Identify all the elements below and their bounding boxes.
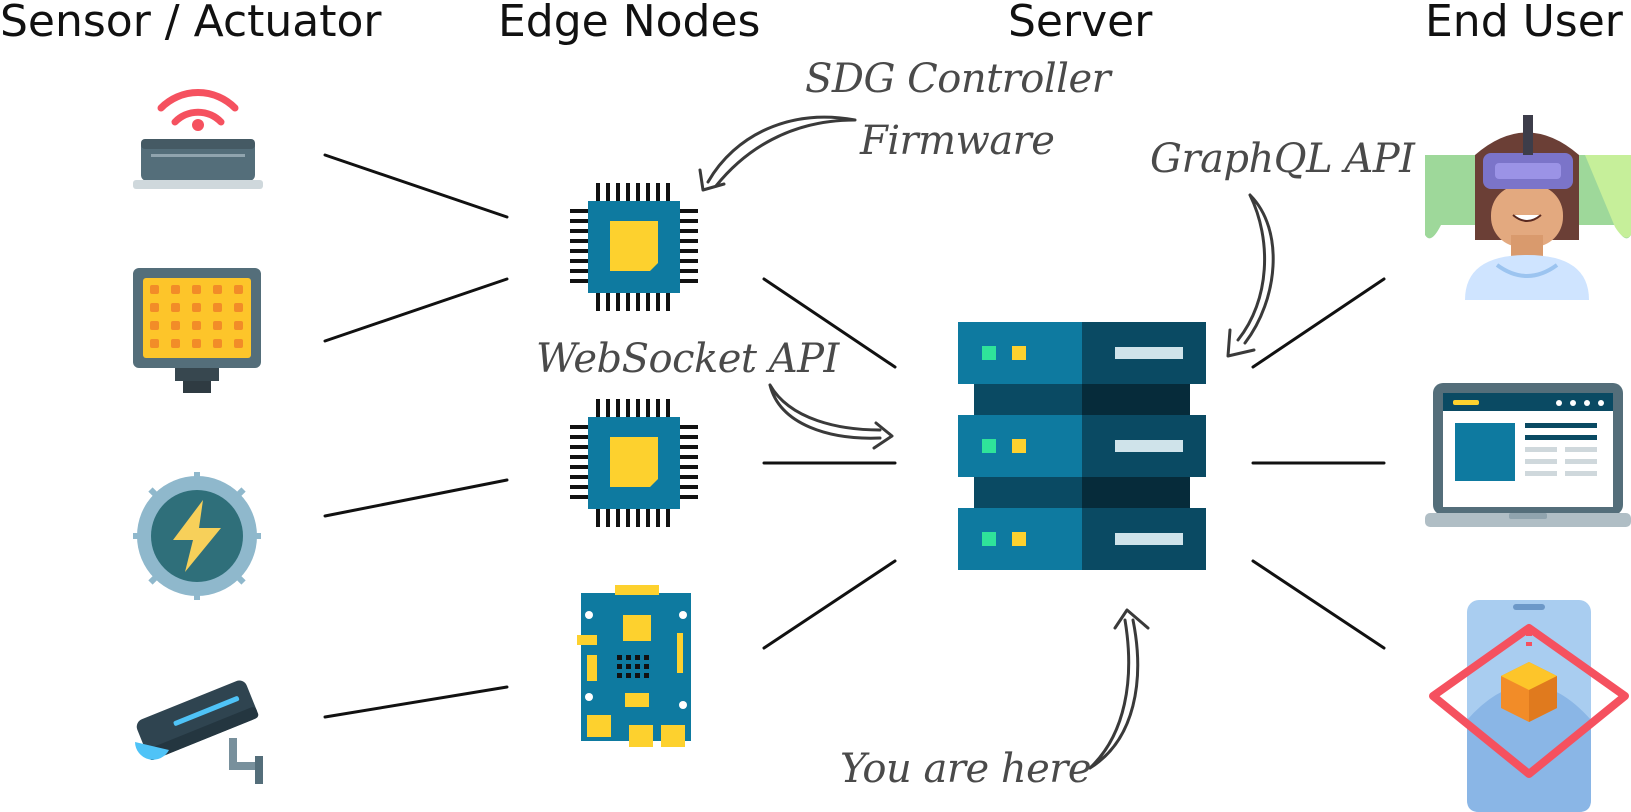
microchip-icon — [570, 399, 698, 527]
websocket-arrow-head-icon — [872, 421, 894, 450]
power-gear-icon — [133, 472, 261, 600]
microchip-icon — [570, 183, 698, 311]
connector-line — [323, 685, 509, 719]
connector-line — [762, 559, 897, 650]
connector-line — [323, 153, 509, 219]
graphql-arrow-icon — [1236, 193, 1275, 345]
note-websocket-api: WebSocket API — [536, 336, 839, 382]
connector-line — [323, 277, 509, 343]
sdg-arrow-icon — [706, 115, 857, 188]
connector-line — [323, 478, 509, 518]
graphql-arrow-head-icon — [1226, 328, 1256, 358]
note-firmware: Firmware — [860, 118, 1055, 164]
connector-line — [1251, 277, 1386, 369]
ar-phone-icon — [1429, 600, 1629, 812]
column-header-end-user: End User — [1425, 0, 1623, 47]
connector-line — [1251, 559, 1386, 650]
you-are-here-arrow-icon — [1088, 618, 1140, 770]
websocket-arrow-icon — [768, 383, 882, 440]
you-are-here-arrow-head-icon — [1113, 608, 1150, 630]
connector-line — [762, 277, 897, 369]
note-sdg-controller: SDG Controller — [805, 56, 1111, 102]
sdg-arrow-head-icon — [698, 168, 726, 192]
wifi-router-icon — [133, 89, 263, 189]
circuit-board-icon — [577, 585, 691, 747]
security-camera-icon — [135, 680, 263, 784]
server-rack-icon — [958, 322, 1206, 570]
laptop-dashboard-icon — [1425, 383, 1631, 527]
vr-headset-user-icon — [1425, 115, 1631, 300]
note-graphql-api: GraphQL API — [1150, 136, 1415, 182]
led-panel-icon — [133, 268, 261, 393]
column-header-server: Server — [1008, 0, 1153, 47]
note-you-are-here: You are here — [840, 746, 1092, 792]
column-header-edge-nodes: Edge Nodes — [498, 0, 761, 47]
column-header-sensor-actuator: Sensor / Actuator — [0, 0, 382, 47]
